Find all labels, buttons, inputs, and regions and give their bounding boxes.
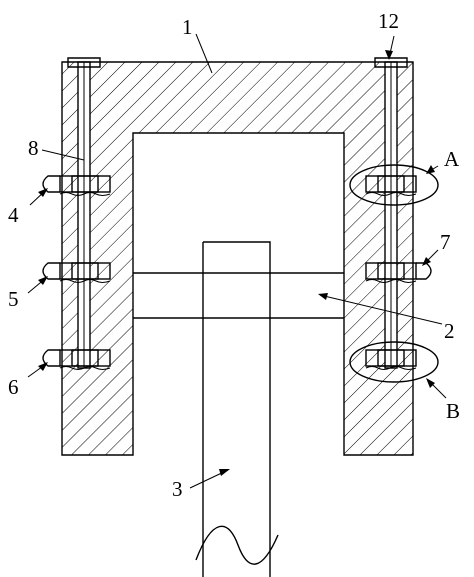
left-clamp-mid <box>59 262 111 283</box>
right-side-knob <box>416 262 432 280</box>
rod-break-line <box>195 525 279 565</box>
detail-circle-b <box>349 341 439 383</box>
piston <box>133 272 344 319</box>
detail-circle-a <box>349 164 439 206</box>
housing-hatched-wall <box>62 62 413 455</box>
labels: 1 12 8 A 4 7 5 2 6 B 3 <box>8 9 460 501</box>
right-clamp-bottom <box>365 349 417 370</box>
left-bolt-head <box>67 57 101 68</box>
left-side-knobs <box>42 175 60 367</box>
leader-lines <box>27 33 447 489</box>
right-clamp-mid <box>365 262 417 283</box>
label-3: 3 <box>172 477 183 501</box>
label-8: 8 <box>28 136 39 160</box>
left-clamp-bottom <box>59 349 111 370</box>
label-6: 6 <box>8 375 19 399</box>
right-clamp-top <box>365 175 417 196</box>
label-12: 12 <box>378 9 399 33</box>
housing-body <box>61 61 414 456</box>
label-2: 2 <box>444 319 455 343</box>
piston-rod <box>195 241 279 577</box>
label-4: 4 <box>8 203 19 227</box>
left-clamp-top <box>59 175 111 196</box>
label-1: 1 <box>182 15 193 39</box>
label-A: A <box>444 147 460 171</box>
label-B: B <box>446 399 460 423</box>
label-7: 7 <box>440 230 451 254</box>
label-5: 5 <box>8 287 19 311</box>
right-bolt-head <box>374 57 408 68</box>
housing-outline <box>61 61 414 456</box>
